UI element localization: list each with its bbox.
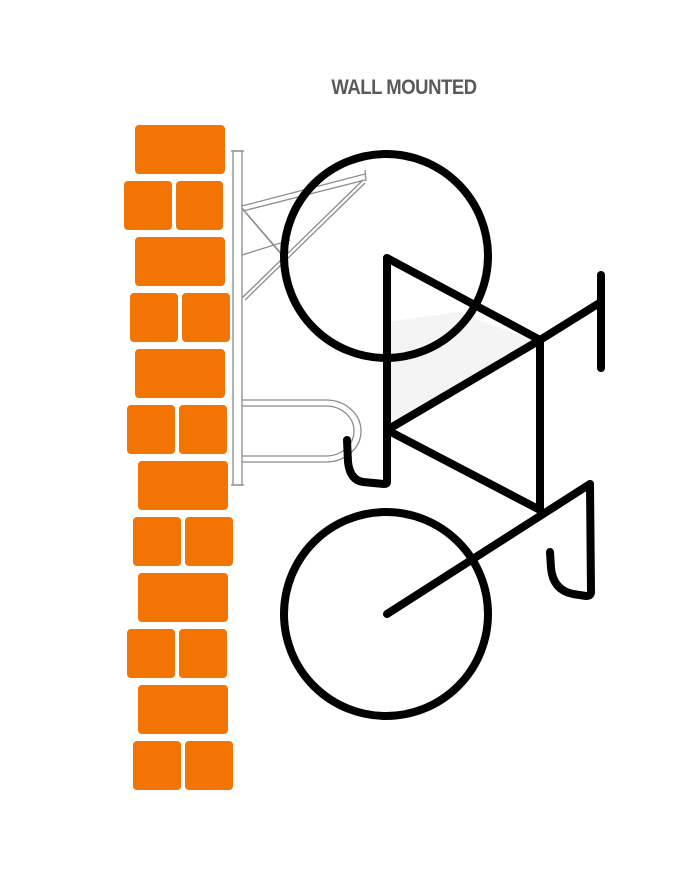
brick [179, 405, 227, 454]
brick [138, 461, 228, 510]
brick [130, 293, 178, 342]
diagram-title: WALL MOUNTED [331, 76, 477, 99]
brick [138, 573, 228, 622]
brick [185, 741, 233, 790]
brick [127, 629, 175, 678]
brick [124, 181, 172, 230]
rack-mounting-plate [232, 150, 243, 486]
brick [176, 181, 223, 230]
brick [135, 125, 225, 174]
brick [135, 349, 225, 398]
brick [133, 517, 181, 566]
bicycle-icon [280, 150, 605, 720]
rack-lower-hook [242, 399, 362, 463]
rear-wheel [280, 508, 492, 720]
brick-wall-icon [124, 125, 233, 790]
brick [133, 741, 181, 790]
brick [138, 685, 228, 734]
brick [179, 629, 227, 678]
brick [185, 517, 233, 566]
bike-frame [343, 254, 605, 618]
brick [127, 405, 175, 454]
brick [135, 237, 225, 286]
frame-fill [387, 312, 532, 430]
brick [182, 293, 230, 342]
